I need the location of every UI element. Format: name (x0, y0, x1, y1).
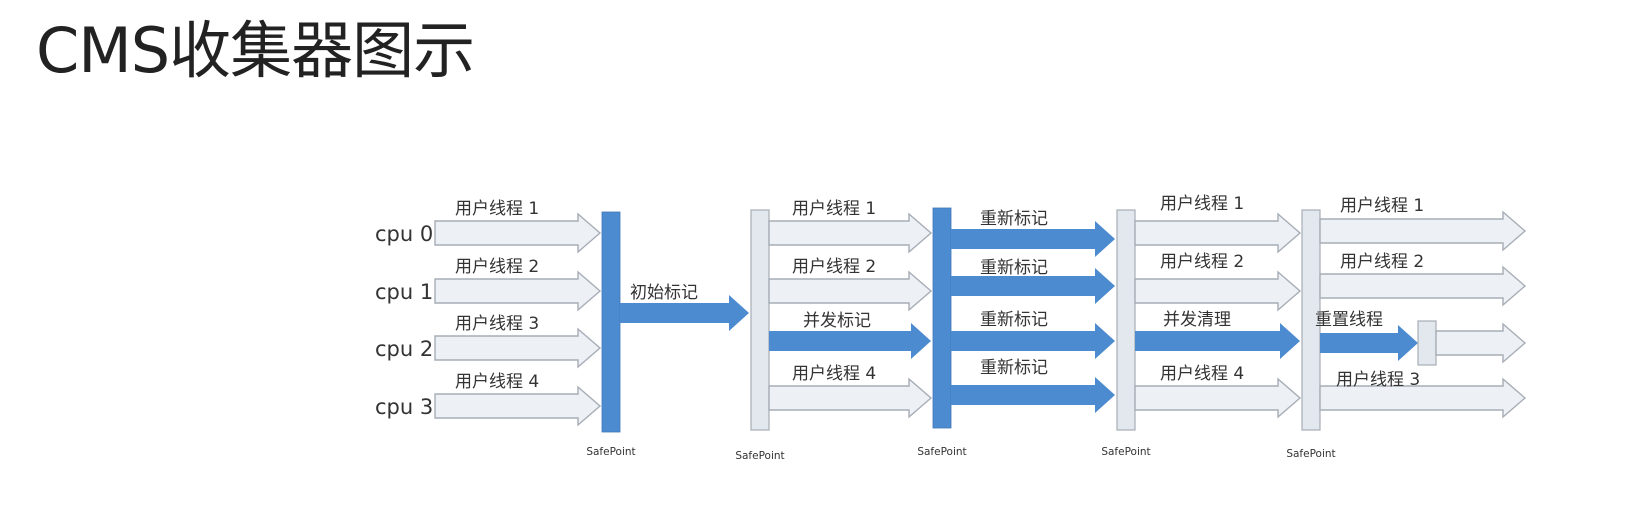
safepoint-bar-1 (750, 209, 770, 431)
seg1-thread-label-3: 用户线程 4 (455, 372, 539, 392)
concurrent-mark-label: 并发标记 (803, 311, 871, 331)
seg1-thread-arrow-2 (434, 327, 602, 369)
seg4-thread-label-1: 用户线程 2 (1160, 252, 1244, 272)
seg5-thread-arrow-3 (1319, 377, 1527, 419)
seg5-thread-label-1: 用户线程 2 (1340, 252, 1424, 272)
seg2-thread-arrow-0 (768, 212, 933, 254)
seg2-thread-label-1: 用户线程 2 (792, 257, 876, 277)
safepoint-label-0: SafePoint (586, 446, 635, 458)
remark-arrow-1 (951, 268, 1115, 304)
safepoint-label-4: SafePoint (1286, 448, 1335, 460)
seg4-thread-arrow-1 (1134, 270, 1302, 312)
concurrent-sweep-label: 并发清理 (1163, 310, 1231, 330)
remark-label-3: 重新标记 (980, 358, 1048, 378)
seg2-thread-arrow-3 (768, 377, 933, 419)
seg1-thread-label-0: 用户线程 1 (455, 199, 539, 219)
remark-label-1: 重新标记 (980, 258, 1048, 278)
safepoint-bar-2 (932, 207, 952, 429)
remark-arrow-2 (951, 323, 1115, 359)
safepoint-bar-3 (1116, 209, 1136, 431)
reset-thread-arrow (1320, 325, 1418, 361)
seg5-thread-arrow-0 (1319, 210, 1527, 252)
cpu-label-3: cpu 3 (375, 395, 433, 419)
seg1-thread-arrow-1 (434, 270, 602, 312)
safepoint-label-2: SafePoint (917, 446, 966, 458)
safepoint-label-1: SafePoint (735, 450, 784, 462)
remark-arrow-3 (951, 377, 1115, 413)
cpu-label-0: cpu 0 (375, 222, 433, 246)
remark-label-2: 重新标记 (980, 310, 1048, 330)
seg5-thread-label-0: 用户线程 1 (1340, 196, 1424, 216)
seg4-thread-label-0: 用户线程 1 (1160, 194, 1244, 214)
seg1-thread-label-1: 用户线程 2 (455, 257, 539, 277)
seg4-thread-arrow-3 (1134, 377, 1302, 419)
cpu-label-1: cpu 1 (375, 280, 433, 304)
seg5-thread-label-3: 用户线程 3 (1336, 370, 1420, 390)
seg2-thread-label-0: 用户线程 1 (792, 199, 876, 219)
safepoint-bar-0 (601, 211, 621, 433)
seg1-thread-label-2: 用户线程 3 (455, 314, 539, 334)
seg2-thread-arrow-1 (768, 270, 933, 312)
concurrent-mark-arrow (769, 323, 931, 359)
safepoint-bar-4 (1301, 209, 1321, 431)
remark-arrow-0 (951, 221, 1115, 257)
initial-mark-arrow (620, 295, 749, 331)
cpu-label-2: cpu 2 (375, 337, 433, 361)
remark-label-0: 重新标记 (980, 209, 1048, 229)
concurrent-sweep-arrow (1135, 323, 1300, 359)
reset-thread-label: 重置线程 (1315, 310, 1383, 330)
safepoint-label-3: SafePoint (1101, 446, 1150, 458)
seg5-thread-arrow-1 (1319, 265, 1527, 307)
seg5-thread-arrow-2 (1435, 322, 1527, 364)
seg4-thread-arrow-0 (1134, 212, 1302, 254)
seg2-thread-label-3: 用户线程 4 (792, 364, 876, 384)
initial-mark-label: 初始标记 (630, 283, 698, 303)
page-title: CMS收集器图示 (36, 14, 475, 87)
reset-end-bar (1417, 320, 1437, 366)
seg1-thread-arrow-3 (434, 385, 602, 427)
seg4-thread-label-3: 用户线程 4 (1160, 364, 1244, 384)
seg1-thread-arrow-0 (434, 212, 602, 254)
